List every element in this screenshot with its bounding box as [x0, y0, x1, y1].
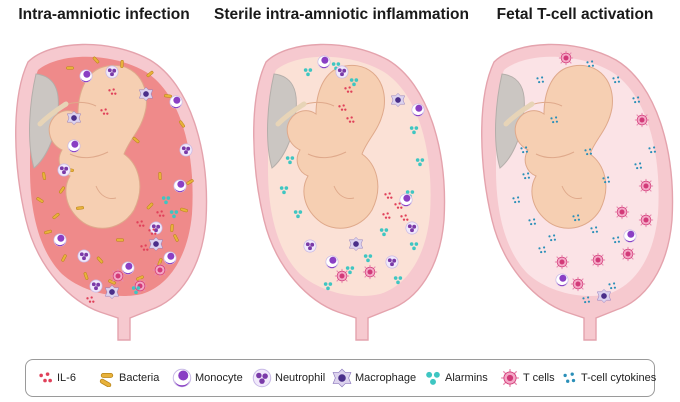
panel-title-sterile-inflammation: Sterile intra-amniotic inflammation: [214, 6, 469, 23]
il6-icon: [39, 371, 52, 382]
t-cell-marker: [634, 112, 650, 128]
legend: IL-6 Bacteria Monocyte Neutrophil Macrop…: [25, 359, 656, 397]
neutrophil-icon: [252, 368, 272, 387]
t-cell-marker: [110, 268, 126, 284]
neutrophil-marker: [335, 65, 349, 79]
bacteria-marker: [115, 238, 125, 242]
monocyte-marker: [169, 95, 183, 109]
neutrophil-marker: [57, 163, 71, 177]
legend-item-monocyte: Monocyte: [172, 360, 243, 395]
bacteria-icon: [99, 372, 114, 387]
monocyte-marker: [317, 55, 331, 69]
neutrophil-marker: [179, 143, 193, 157]
neutrophil-marker: [303, 239, 317, 253]
monocyte-marker: [121, 261, 135, 275]
monocyte-marker: [399, 193, 413, 207]
monocyte-marker: [325, 255, 339, 269]
legend-item-bacteria: Bacteria: [98, 360, 159, 395]
bacteria-marker: [120, 59, 124, 69]
neutrophil-marker: [149, 221, 163, 235]
monocyte-marker: [67, 139, 81, 153]
t-cell-marker: [152, 262, 168, 278]
bacteria-marker: [170, 223, 174, 233]
legend-label-bacteria: Bacteria: [119, 371, 160, 384]
alarmins-icon: [426, 371, 440, 385]
uterus-panels: [15, 43, 674, 341]
legend-item-alarmins: Alarmins: [424, 360, 488, 395]
monocyte-marker: [623, 229, 637, 243]
t-cell-marker: [590, 252, 606, 268]
bacteria-marker: [75, 205, 85, 211]
legend-label-macrophage: Macrophage: [355, 371, 417, 384]
t-cell-marker: [638, 178, 654, 194]
bacteria-marker: [158, 171, 162, 181]
monocyte-marker: [411, 103, 425, 117]
monocyte-marker: [555, 273, 569, 287]
legend-label-t-cell-cytokines: T-cell cytokines: [581, 371, 657, 384]
macrophage-icon: [332, 368, 352, 387]
t-cell-marker: [362, 264, 378, 280]
neutrophil-marker: [77, 249, 91, 263]
neutrophil-marker: [385, 255, 399, 269]
panel-title-t-cell-activation: Fetal T-cell activation: [496, 6, 654, 23]
legend-label-alarmins: Alarmins: [445, 371, 488, 384]
legend-item-neutrophil: Neutrophil: [252, 360, 325, 395]
bacteria-marker: [66, 66, 74, 70]
legend-item-t-cells: T cells: [500, 360, 555, 395]
t-cell-marker: [570, 276, 586, 292]
t-cell-marker: [638, 212, 654, 228]
t-cell-marker: [554, 254, 570, 270]
monocyte-icon: [172, 368, 192, 387]
legend-item-t-cell-cytokines: T-cell cytokines: [560, 360, 656, 395]
legend-item-il6: IL-6: [36, 360, 76, 395]
monocyte-marker: [79, 69, 93, 83]
t-cell-marker: [558, 50, 574, 66]
t-cell-marker: [614, 204, 630, 220]
t-cell-marker: [620, 246, 636, 262]
t-cell-icon: [500, 367, 520, 388]
monocyte-marker: [163, 251, 177, 265]
legend-label-neutrophil: Neutrophil: [275, 371, 326, 384]
legend-label-monocyte: Monocyte: [195, 371, 243, 384]
neutrophil-marker: [89, 279, 103, 293]
monocyte-marker: [53, 233, 67, 247]
panel-title-infection: Intra-amniotic infection: [18, 6, 190, 23]
legend-label-t-cells: T cells: [523, 371, 555, 384]
t-cell-cytokines-icon: [563, 371, 576, 383]
panel-fetal-t-cell-activation: [481, 43, 674, 341]
neutrophil-marker: [405, 221, 419, 235]
monocyte-marker: [173, 179, 187, 193]
neutrophil-marker: [105, 65, 119, 79]
legend-item-macrophage: Macrophage: [332, 360, 416, 395]
legend-label-il6: IL-6: [57, 371, 76, 384]
t-cell-marker: [334, 268, 350, 284]
